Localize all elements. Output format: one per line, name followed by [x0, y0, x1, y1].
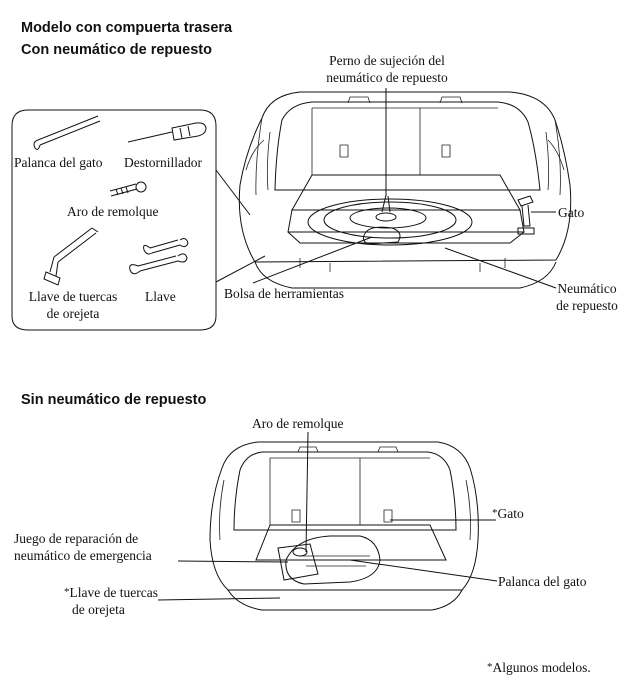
screwdriver-icon [127, 122, 207, 143]
label-aro-remolque: Aro de remolque [67, 204, 159, 219]
section-title: Modelo con compuerta trasera [21, 20, 233, 36]
car-rear-without-spare-tire [209, 441, 479, 611]
label-palanca-gato: Palanca del gato [14, 155, 103, 170]
label-neumatico-repuesto: Neumático de repuesto [556, 281, 618, 313]
label-perno: Perno de sujeción del neumático de repue… [326, 53, 448, 85]
label-llave: Llave [145, 289, 176, 304]
jack-lever-icon [33, 115, 101, 150]
label-gato: Gato [558, 205, 585, 220]
label-bolsa-herramientas: Bolsa de herramientas [224, 286, 344, 301]
wrench-icon [129, 238, 189, 275]
label-juego-reparacion: Juego de reparación de neumático de emer… [14, 531, 152, 563]
leader-lines-bottom [157, 431, 498, 601]
towing-eye-icon [109, 181, 147, 197]
footnote: *Algunos modelos. [487, 660, 591, 675]
label-aro-remolque-2: Aro de remolque [252, 416, 344, 431]
lug-wrench-icon [43, 227, 99, 286]
label-palanca-gato-2: Palanca del gato [498, 574, 587, 589]
section-subtitle-with-spare: Con neumático de repuesto [21, 42, 212, 58]
car-rear-with-spare-tire [238, 91, 572, 289]
section-subtitle-without-spare: Sin neumático de repuesto [21, 392, 207, 408]
label-gato-2: *Gato [492, 506, 524, 521]
label-destornillador: Destornillador [124, 155, 202, 170]
label-llave-tuercas: Llave de tuercas de orejeta [28, 289, 118, 321]
tools-callout-box [11, 109, 266, 331]
leader-lines-top [252, 88, 557, 289]
label-llave-tuercas-2: *Llave de tuercas de orejeta [64, 585, 158, 617]
